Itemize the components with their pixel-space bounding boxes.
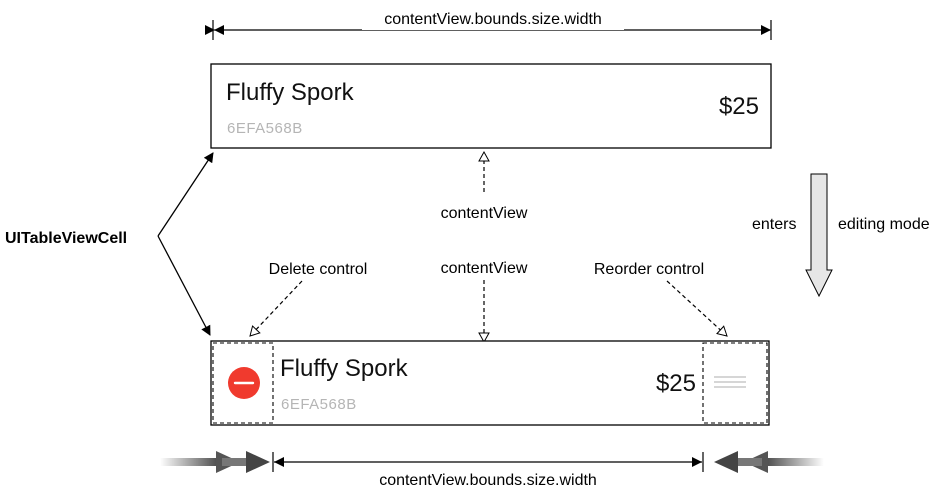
reorder-control[interactable] [714, 376, 746, 388]
reorder-control-label: Reorder control [594, 261, 704, 278]
editing-cell: Fluffy Spork 6EFA568B $25 [210, 340, 770, 426]
reorder-control-pointer: Reorder control [594, 261, 728, 337]
editing-cell-title: Fluffy Spork [280, 355, 409, 382]
content-view-pointer-top: contentView [441, 150, 528, 222]
cell-pointer: UITableViewCell [5, 152, 214, 336]
normal-cell: Fluffy Spork 6EFA568B $25 [210, 63, 772, 149]
editing-cell-sku: 6EFA568B [281, 396, 357, 413]
editing-cell-price: $25 [656, 370, 696, 397]
delete-control-pointer: Delete control [249, 261, 368, 337]
shift-arrows-right [714, 451, 824, 473]
bottom-dimension-label: contentView.bounds.size.width [379, 472, 597, 489]
bottom-dimension: contentView.bounds.size.width [272, 452, 704, 489]
grip-icon [714, 376, 746, 388]
editing-mode-transition: enters editing mode [752, 173, 930, 298]
delete-control-label: Delete control [269, 261, 368, 278]
delete-control[interactable] [228, 367, 260, 399]
shift-arrows-left [160, 451, 270, 473]
delete-control-region [212, 342, 274, 424]
mode-label-left: enters [752, 216, 796, 233]
mode-label-right: editing mode [838, 216, 930, 233]
normal-cell-sku: 6EFA568B [227, 120, 303, 137]
normal-cell-price: $25 [719, 93, 759, 120]
normal-cell-title: Fluffy Spork [226, 79, 355, 106]
uitableviewcell-label: UITableViewCell [5, 230, 127, 247]
down-arrow-icon [805, 173, 833, 298]
content-view-label-bottom: contentView [441, 260, 528, 277]
top-dimension-label: contentView.bounds.size.width [384, 11, 602, 28]
content-view-pointer-bottom: contentView [441, 260, 528, 344]
reorder-control-region [702, 342, 768, 424]
top-dimension: contentView.bounds.size.width [205, 8, 772, 40]
content-view-label-top: contentView [441, 205, 528, 222]
